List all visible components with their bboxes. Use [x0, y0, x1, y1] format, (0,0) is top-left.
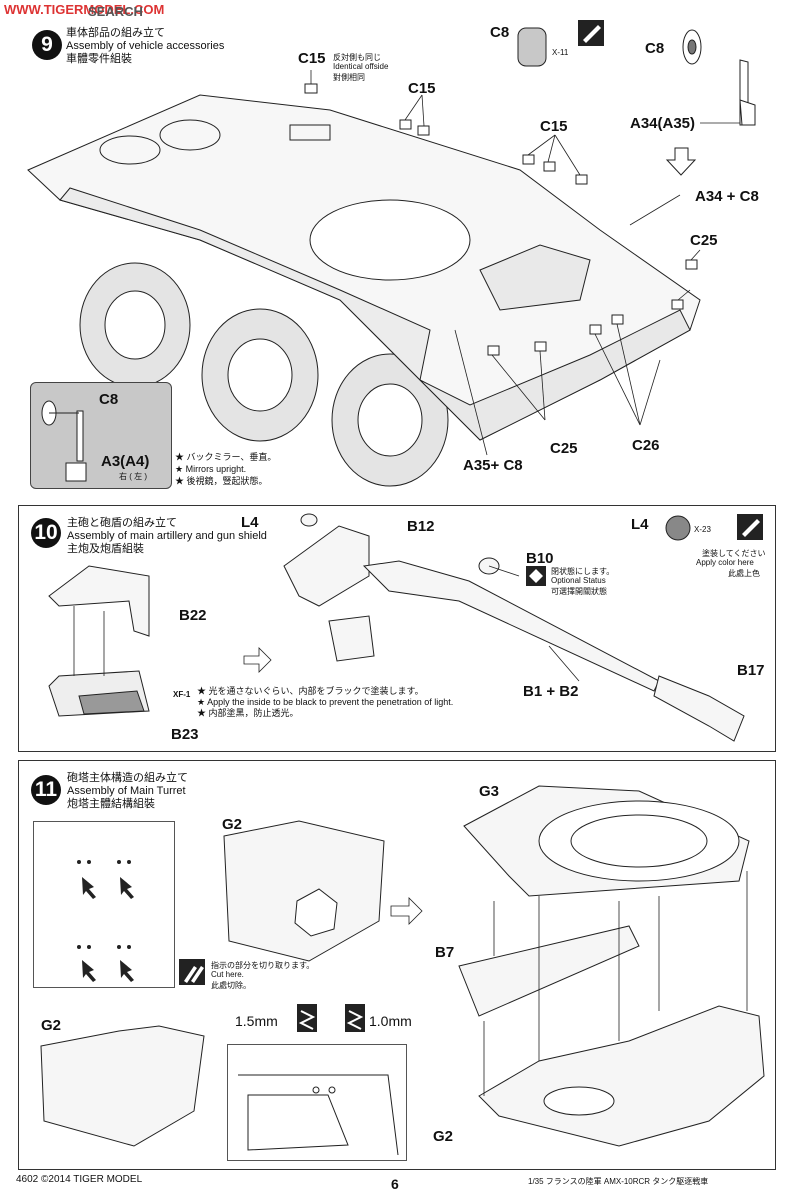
l4-label: L4 — [241, 514, 259, 531]
c15-note-zh: 對側相同 — [333, 73, 365, 82]
step10-number: 10 — [31, 518, 61, 548]
xf1-label: XF-1 — [173, 690, 191, 699]
paint-brush-icon — [578, 20, 604, 46]
cut-detail-box — [33, 821, 175, 988]
step10-panel: 10 主砲と砲盾の組み立て Assembly of main artillery… — [18, 505, 776, 752]
header-search: SEARCH — [88, 4, 143, 19]
g3-label: G3 — [479, 783, 500, 800]
b17-label: B17 — [737, 662, 765, 679]
xf1-note-en: ★ Apply the inside to be black to preven… — [197, 697, 454, 707]
step11-title-zh: 炮塔主體結構組裝 — [67, 798, 155, 810]
c15-note-ja: 反対側も同じ — [333, 53, 381, 62]
g2-label-bottom-right: G2 — [433, 1128, 454, 1145]
g2-label-top: G2 — [222, 816, 243, 833]
arrow-down-icon — [665, 147, 697, 176]
b7-label: B7 — [435, 944, 455, 961]
optional-status-icon — [526, 566, 546, 586]
b12-label: B12 — [407, 518, 435, 535]
drill-detail-box — [227, 1044, 407, 1161]
b1b2-label: B1 + B2 — [523, 683, 579, 700]
watermark-text: WWW.TIGERMODEL.COM — [4, 2, 165, 17]
inset-c8-label: C8 — [99, 391, 119, 408]
watermark-logo: WWW.TIGERMODEL.COM — [4, 2, 164, 17]
step11-title-ja: 砲塔主体構造の組み立て — [67, 772, 188, 784]
mirror-note-zh: ★ 後視鏡，豎起狀態。 — [175, 476, 268, 486]
drill-size-1: 1.5mm — [235, 1013, 278, 1029]
c15-label-mid: C15 — [408, 80, 436, 97]
a35c8-label: A35+ C8 — [463, 457, 523, 474]
step10-title-en: Assembly of main artillery and gun shiel… — [67, 530, 267, 542]
step9-title-en: Assembly of vehicle accessories — [66, 40, 225, 52]
x11-paint-code: X-11 — [552, 48, 569, 57]
x23-paint-code: X-23 — [694, 525, 711, 534]
a34a35-label: A34(A35) — [630, 115, 696, 132]
optional-note-ja: 閉状態にします。 — [551, 567, 615, 576]
step11-title-en: Assembly of Main Turret — [67, 785, 186, 797]
l4-paint-label: L4 — [631, 516, 649, 533]
footer-copyright: 4602 ©2014 TIGER MODEL — [16, 1174, 143, 1185]
drill-size-2: 1.0mm — [369, 1013, 412, 1029]
step11-number: 11 — [31, 775, 61, 805]
color-swatch-icon — [665, 515, 691, 541]
mirror-inset: C8 A3(A4) 右 ( 左 ) — [30, 382, 172, 489]
paint-brush-icon — [737, 514, 763, 540]
c8-label-right: C8 — [645, 40, 665, 57]
step9-panel: 9 車体部品の組み立て Assembly of vehicle accessor… — [0, 0, 791, 500]
step11-panel: 11 砲塔主体構造の組み立て Assembly of Main Turret 炮… — [18, 760, 776, 1170]
g2-label-bottom-left: G2 — [41, 1017, 62, 1034]
inset-a3a4-label: A3(A4) — [101, 453, 150, 470]
step10-title-ja: 主砲と砲盾の組み立て — [67, 517, 177, 529]
optional-note-en: Optional Status — [551, 576, 606, 585]
cut-note-ja: 指示の部分を切り取ります。 — [211, 961, 315, 970]
cut-note-en: Cut here. — [211, 970, 244, 979]
mirror-note-ja: ★ バックミラー、垂直。 — [175, 452, 277, 462]
step10-title-zh: 主炮及炮盾組裝 — [67, 543, 144, 555]
c15-label-right: C15 — [540, 118, 568, 135]
step9-title-zh: 車體零件組裝 — [66, 53, 132, 65]
c8-label-top: C8 — [490, 24, 510, 41]
c15-label-left: C15 — [298, 50, 326, 67]
paint-note-zh: 此處上色 — [728, 569, 760, 578]
step9-number: 9 — [32, 30, 62, 60]
c15-note-en: Identical offside — [333, 62, 389, 71]
footer-model-title: 1/35 フランスの陸軍 AMX-10RCR タンク駆逐戦車 — [528, 1177, 709, 1186]
paint-note-en: Apply color here — [696, 558, 754, 567]
step10-gun-drawing — [48, 513, 763, 742]
paint-note-ja: 塗装してください — [702, 549, 766, 558]
mirror-note-en: ★ Mirrors upright. — [175, 464, 247, 474]
a34c8-label: A34 + C8 — [695, 188, 759, 205]
c26-label: C26 — [632, 437, 660, 454]
c25-label-bottom: C25 — [550, 440, 578, 457]
cut-icon — [179, 959, 205, 985]
xf1-note-zh: ★ 内部塗黑，防止透光。 — [197, 708, 299, 718]
xf1-note-ja: ★ 光を通さないぐらい、内部をブラックで塗装します。 — [197, 686, 424, 696]
b22-label: B22 — [179, 607, 207, 624]
cut-note-zh: 此處切除。 — [211, 981, 251, 990]
page-number: 6 — [391, 1176, 399, 1192]
inset-side-label: 右 ( 左 ) — [119, 472, 147, 481]
b10-label: B10 — [526, 550, 554, 567]
optional-note-zh: 可選擇開關狀態 — [551, 587, 607, 596]
c25-label-right: C25 — [690, 232, 718, 249]
step9-title-ja: 車体部品の組み立て — [66, 27, 165, 39]
drill-icon — [297, 1004, 365, 1032]
b23-label: B23 — [171, 726, 199, 743]
step9-vehicle-drawing — [27, 20, 756, 487]
step11-turret-drawing — [40, 785, 765, 1147]
